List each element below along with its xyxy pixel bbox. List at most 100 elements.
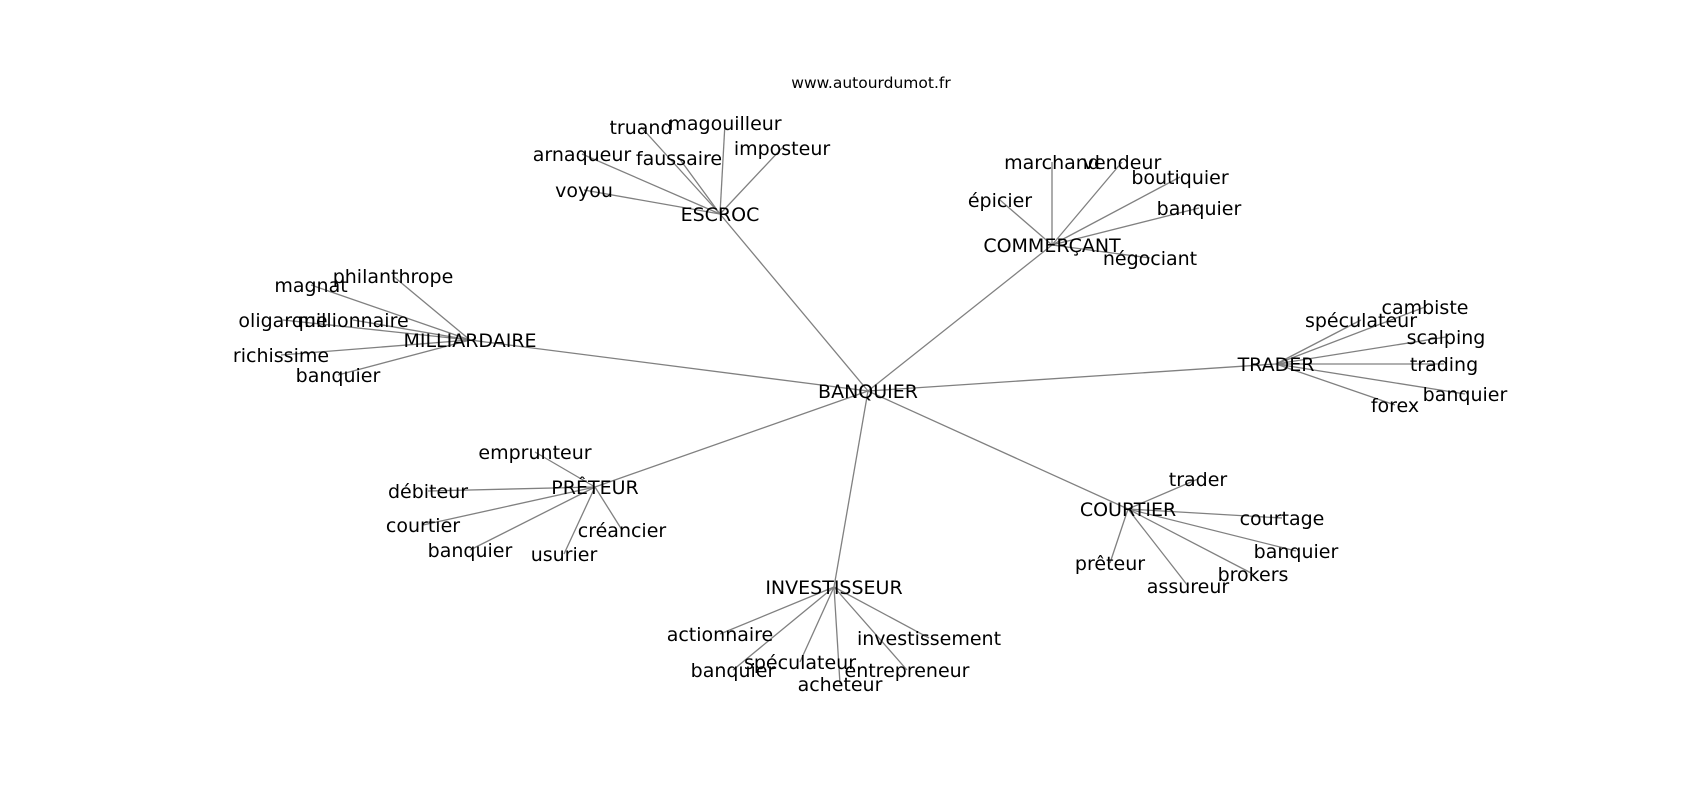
leaf-node: trader: [1169, 469, 1228, 491]
edge-branch-leaf: [534, 451, 596, 488]
leaf-node: courtier: [386, 515, 460, 537]
edge-branch-leaf: [1051, 161, 1123, 246]
branch-node: ESCROC: [681, 204, 760, 226]
edge-branch-leaf: [833, 586, 908, 671]
edge-branch-leaf: [833, 586, 841, 685]
leaf-node: millionnaire: [297, 310, 408, 332]
leaf-node: boutiquier: [1131, 167, 1229, 189]
edge-branch-leaf: [1275, 336, 1447, 365]
leaf-node: philanthrope: [333, 266, 454, 288]
edge-branch-leaf: [678, 157, 721, 215]
leaf-node: voyou: [555, 180, 613, 202]
edge-branch-leaf: [833, 586, 930, 639]
edge-branch-leaf: [1275, 306, 1426, 365]
leaf-node: débiteur: [388, 481, 468, 503]
source-watermark: www.autourdumot.fr: [791, 74, 951, 92]
edge-center-branch: [867, 244, 1053, 392]
leaf-node: brokers: [1218, 564, 1289, 586]
edge-branch-leaf: [280, 339, 471, 356]
leaf-node: vendeur: [1083, 152, 1162, 174]
edge-branch-leaf: [1275, 363, 1396, 406]
edge-branch-leaf: [1127, 508, 1254, 575]
edge-branch-leaf: [469, 486, 596, 551]
leaf-node: banquier: [1254, 541, 1339, 563]
leaf-node: investissement: [857, 628, 1001, 650]
edge-center-branch: [867, 363, 1277, 392]
leaf-node: banquier: [691, 660, 776, 682]
leaf-node: banquier: [296, 365, 381, 387]
leaf-node: épicier: [968, 190, 1032, 212]
edge-branch-leaf: [594, 486, 623, 531]
edge-branch-leaf: [1051, 207, 1200, 246]
edge-branch-leaf: [999, 199, 1053, 246]
edge-branch-leaf: [732, 586, 835, 671]
branch-node: INVESTISSEUR: [765, 577, 902, 599]
leaf-node: assureur: [1147, 576, 1230, 598]
edge-branch-leaf: [282, 319, 471, 341]
edge-branch-leaf: [581, 153, 721, 215]
center-node: BANQUIER: [818, 381, 918, 403]
edge-center-branch: [469, 339, 869, 392]
leaf-node: entrepreneur: [845, 660, 970, 682]
leaf-node: scalping: [1407, 327, 1486, 349]
leaf-node: actionnaire: [667, 624, 774, 646]
leaf-node: spéculateur: [1305, 310, 1417, 332]
edge-branch-leaf: [1127, 508, 1283, 519]
leaf-node: emprunteur: [478, 442, 591, 464]
leaf-node: faussaire: [636, 148, 722, 170]
edge-branch-leaf: [719, 586, 835, 635]
leaf-node: prêteur: [1075, 553, 1145, 575]
edge-branch-leaf: [719, 147, 783, 215]
leaf-node: richissime: [233, 345, 329, 367]
edge-branch-leaf: [337, 339, 471, 376]
leaf-node: magnat: [274, 275, 347, 297]
edge-branch-leaf: [1127, 508, 1189, 587]
edge-branch-leaf: [422, 486, 596, 526]
leaf-node: oligarque: [238, 310, 327, 332]
edge-branch-leaf: [1275, 319, 1362, 365]
leaf-node: créancier: [578, 520, 667, 542]
edge-center-branch: [833, 390, 869, 588]
leaf-node: banquier: [428, 540, 513, 562]
edge-center-branch: [719, 213, 869, 392]
edge-center-branch: [867, 390, 1129, 510]
graph-labels: www.autourdumot.fr BANQUIERESCROCtruandm…: [233, 74, 1508, 696]
edge-branch-leaf: [1051, 176, 1181, 246]
edge-branch-leaf: [1127, 508, 1297, 552]
leaf-node: spéculateur: [744, 652, 856, 674]
graph-edges: [280, 122, 1466, 685]
branch-node: MILLIARDAIRE: [403, 330, 536, 352]
edge-branch-leaf: [352, 319, 471, 341]
branch-node: PRÊTEUR: [551, 476, 638, 499]
leaf-node: truand: [609, 117, 672, 139]
edge-branch-leaf: [1275, 363, 1466, 395]
leaf-node: imposteur: [734, 138, 831, 160]
leaf-node: trading: [1410, 354, 1478, 376]
branch-node: COURTIER: [1080, 499, 1176, 521]
edge-branch-leaf: [640, 126, 721, 215]
branch-node: COMMERÇANT: [983, 235, 1121, 257]
leaf-node: courtage: [1240, 508, 1325, 530]
edge-branch-leaf: [719, 122, 726, 215]
edge-branch-leaf: [563, 486, 596, 555]
edge-branch-leaf: [799, 586, 835, 663]
leaf-node: négociant: [1103, 248, 1197, 270]
leaf-node: cambiste: [1382, 297, 1469, 319]
leaf-node: usurier: [531, 544, 598, 566]
leaf-node: forex: [1371, 395, 1419, 417]
leaf-node: magouilleur: [668, 113, 781, 135]
leaf-node: arnaqueur: [533, 144, 632, 166]
edge-branch-leaf: [1109, 508, 1129, 564]
leaf-node: marchand: [1004, 152, 1100, 174]
edge-center-branch: [594, 390, 869, 488]
branch-node: TRADER: [1237, 354, 1315, 376]
edge-branch-leaf: [583, 189, 721, 215]
edge-branch-leaf: [1051, 244, 1151, 259]
leaf-node: banquier: [1423, 384, 1508, 406]
edge-branch-leaf: [392, 275, 471, 341]
leaf-node: banquier: [1157, 198, 1242, 220]
edge-branch-leaf: [427, 486, 596, 492]
leaf-node: acheteur: [798, 674, 883, 696]
edge-branch-leaf: [310, 284, 471, 341]
